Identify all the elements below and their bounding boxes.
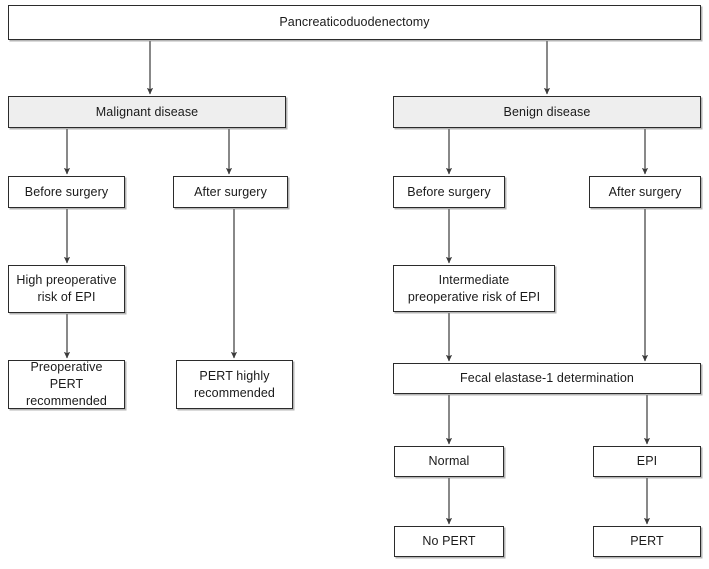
node-label-ben-before: Before surgery	[407, 184, 491, 199]
node-ben-before: Before surgery	[393, 176, 505, 208]
node-label-root: Pancreaticoduodenectomy	[279, 15, 430, 30]
node-pert: PERT	[593, 526, 701, 557]
node-mal-before: Before surgery	[8, 176, 125, 208]
node-epi: EPI	[593, 446, 701, 477]
node-label-mal-after: After surgery	[194, 184, 267, 199]
node-mal-after: After surgery	[173, 176, 288, 208]
node-root: Pancreaticoduodenectomy	[8, 5, 701, 40]
node-no-pert: No PERT	[394, 526, 504, 557]
node-label-mal-before: Before surgery	[24, 184, 109, 199]
node-label-preop-pert: Preoperative PERT recommended	[25, 360, 107, 408]
node-preop-pert: Preoperative PERT recommended	[8, 360, 125, 409]
node-label-normal: Normal	[428, 454, 470, 469]
node-label-pert-highly: PERT highly recommended	[193, 368, 275, 400]
node-label-pert: PERT	[630, 534, 664, 549]
node-label-high-risk: High preoperative risk of EPI	[16, 273, 117, 304]
node-malignant: Malignant disease	[8, 96, 286, 128]
node-label-no-pert: No PERT	[422, 534, 476, 549]
node-pert-highly: PERT highly recommended	[176, 360, 293, 409]
node-label-fecal-elastase: Fecal elastase-1 determination	[460, 371, 634, 386]
node-intermediate: Intermediate preoperative risk of EPI	[393, 265, 555, 312]
node-benign: Benign disease	[393, 96, 701, 128]
node-label-ben-after: After surgery	[608, 184, 682, 199]
node-high-risk: High preoperative risk of EPI	[8, 265, 125, 313]
node-normal: Normal	[394, 446, 504, 477]
node-label-intermediate: Intermediate preoperative risk of EPI	[407, 272, 541, 304]
node-label-malignant: Malignant disease	[95, 104, 199, 119]
node-label-epi: EPI	[636, 454, 658, 469]
node-ben-after: After surgery	[589, 176, 701, 208]
node-label-benign: Benign disease	[503, 104, 591, 119]
node-fecal-elastase: Fecal elastase-1 determination	[393, 363, 701, 394]
